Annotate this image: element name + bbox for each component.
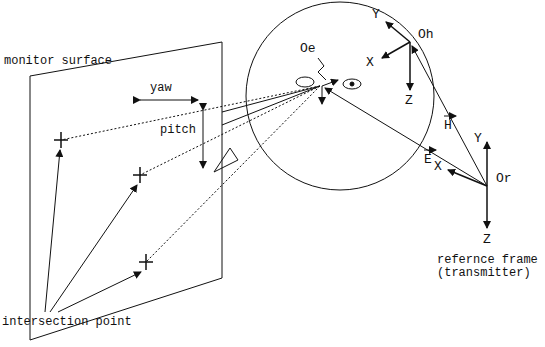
surface-label: monitor surface — [4, 55, 112, 68]
origin-label: Or — [496, 172, 512, 185]
head-outline — [246, 2, 434, 190]
axis-label: X — [366, 56, 374, 69]
axis-label: Z — [483, 233, 491, 246]
axis-label: X — [434, 160, 442, 173]
pointer-label: intersection point — [2, 316, 132, 329]
angle-label: yaw — [150, 82, 172, 95]
origin-label: Oe — [300, 42, 316, 55]
axis-label: Y — [474, 132, 482, 145]
monitor-plane — [30, 42, 222, 340]
vector-label: E — [424, 153, 432, 166]
angle-label: pitch — [160, 124, 196, 137]
axis-label: Y — [372, 8, 380, 21]
origin-label: Oh — [418, 28, 434, 41]
vector-label: H — [444, 119, 452, 132]
axis-label: Z — [405, 94, 413, 107]
frame-label: refernce frame (transmitter) — [437, 254, 541, 280]
